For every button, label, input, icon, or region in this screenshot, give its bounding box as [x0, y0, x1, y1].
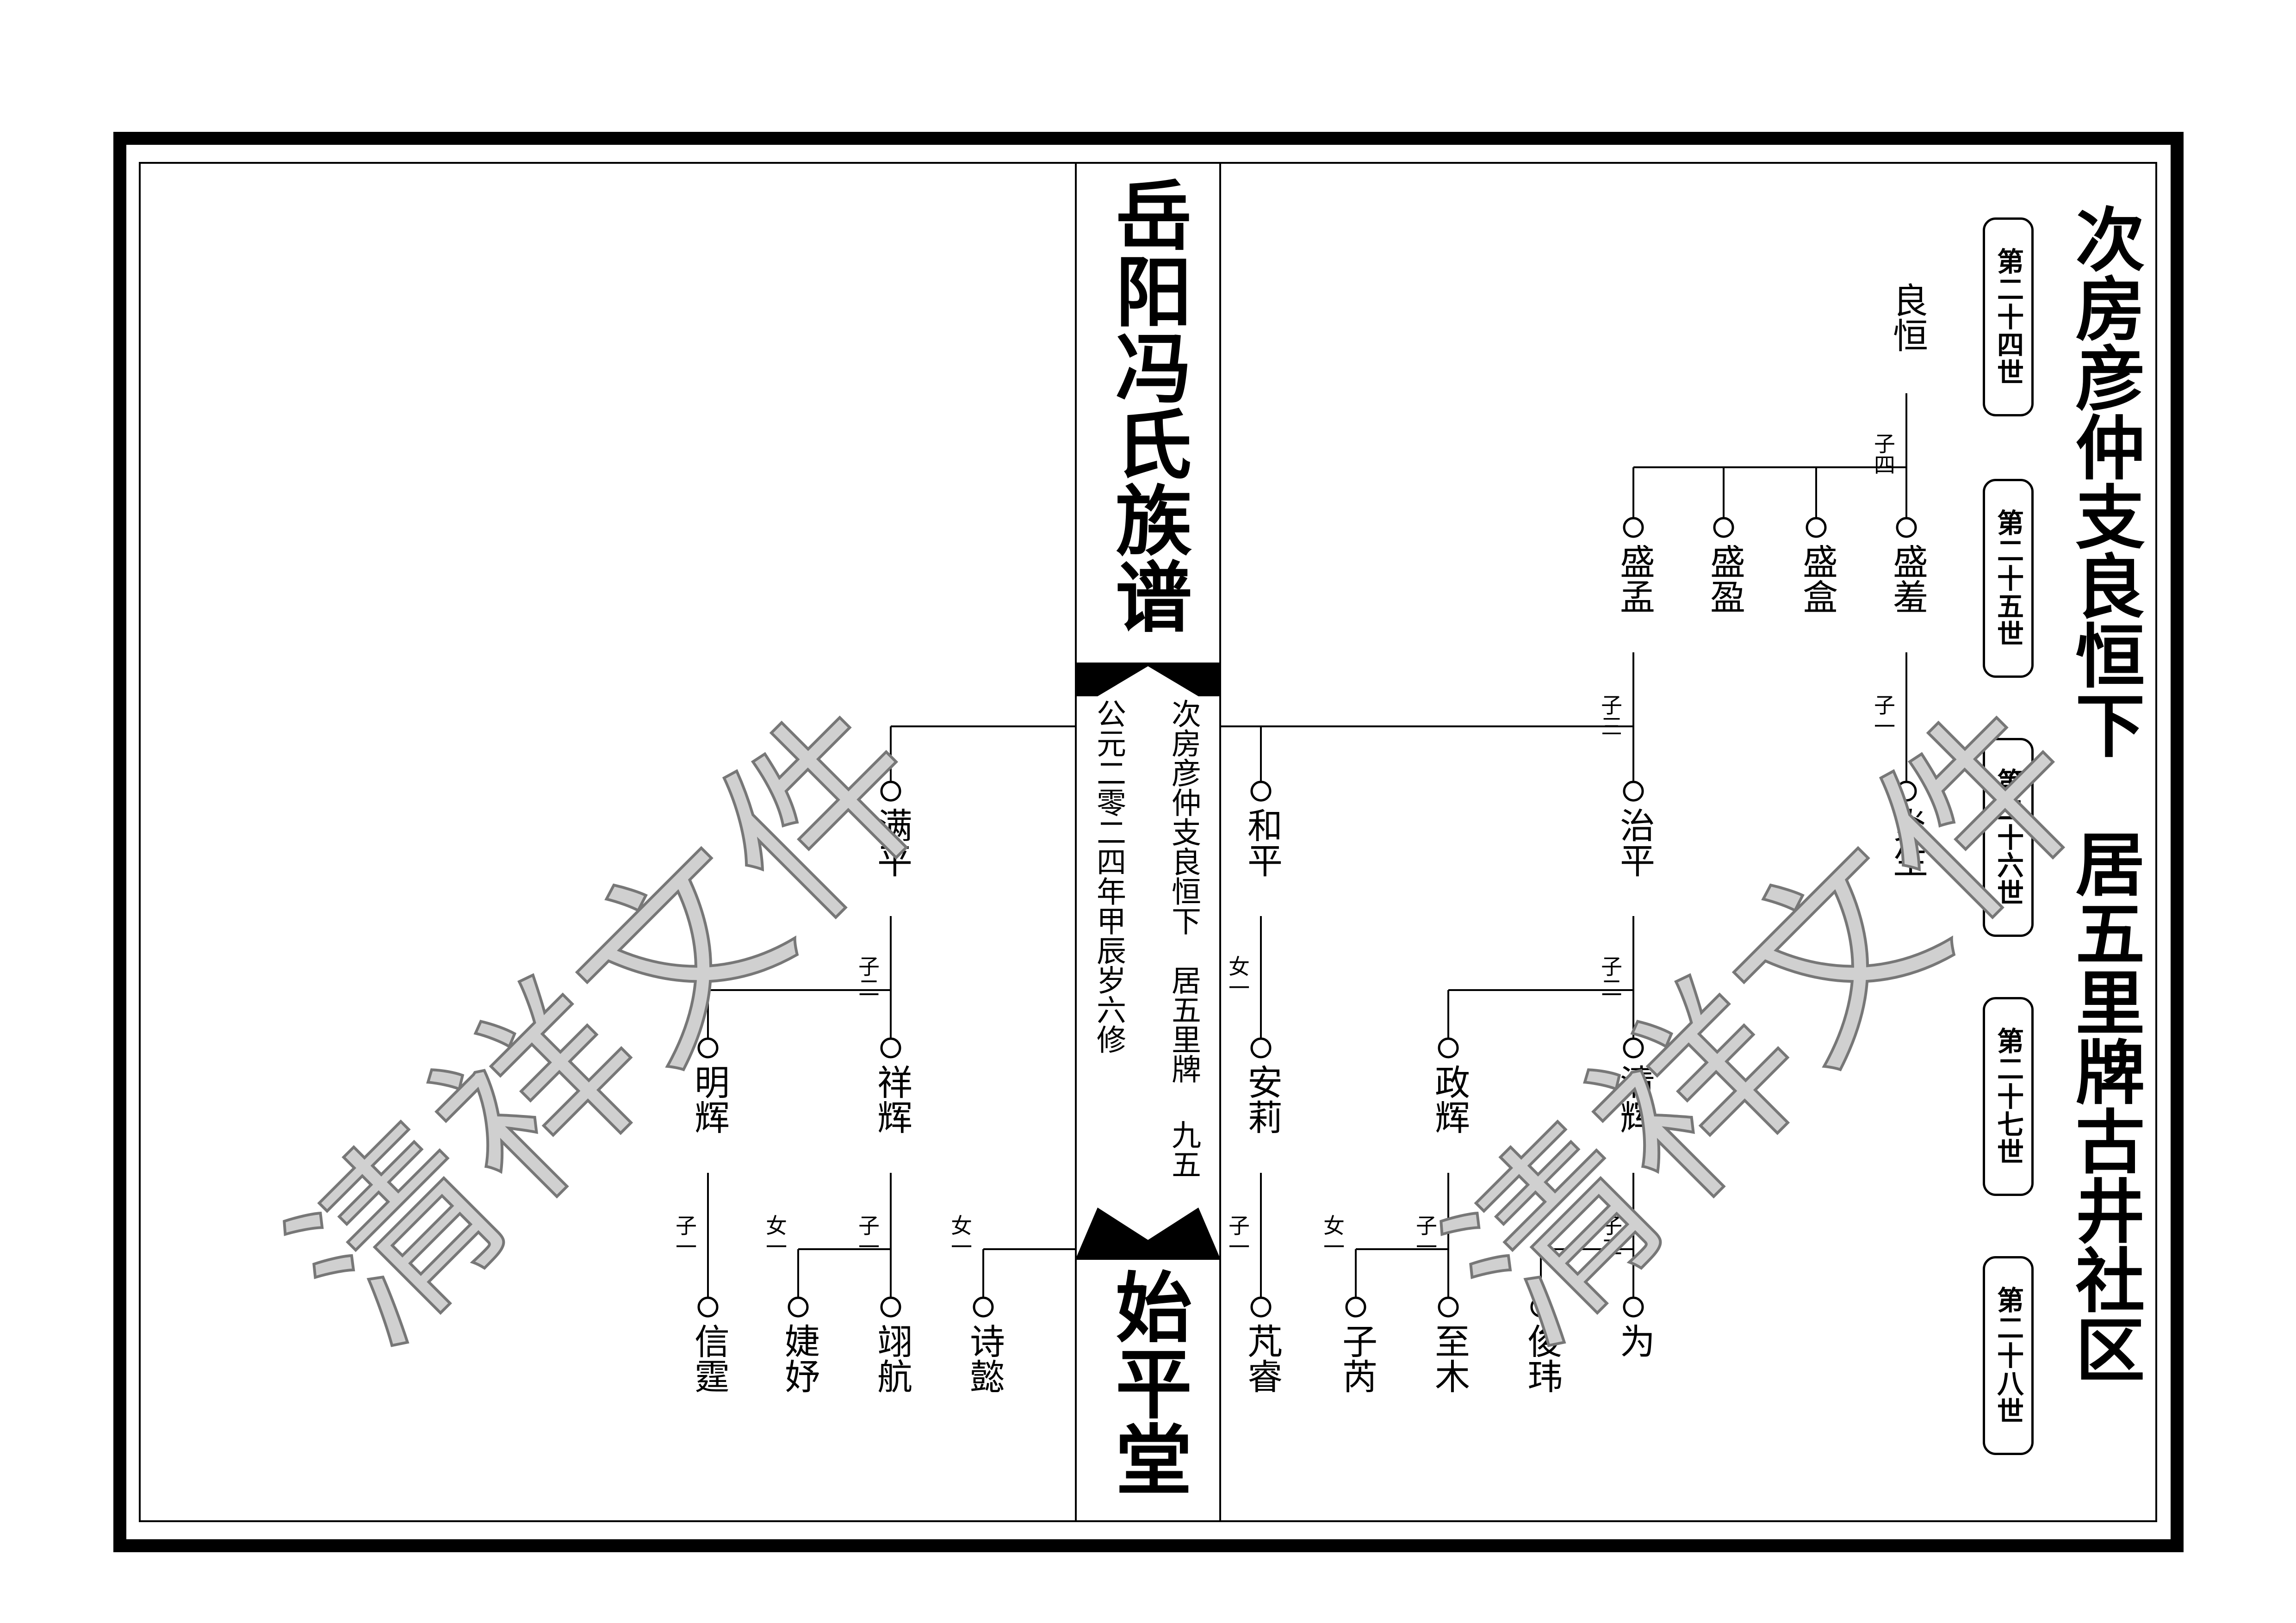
relation-label: 子一: [1871, 694, 1896, 737]
person-name: 盛孟: [1614, 544, 1655, 614]
person-name: 俊玮: [1521, 1323, 1563, 1394]
page-number: 九五: [1167, 1120, 1201, 1179]
person-name: 清辉: [1614, 1064, 1655, 1134]
page-header: 次房彦仲支良恒下 居五里牌古井社区: [2064, 204, 2145, 1383]
relation-label: 子一: [672, 1214, 697, 1257]
relation-label: 子一: [1225, 1214, 1250, 1257]
person-name: 至木: [1429, 1323, 1470, 1394]
relation-label: 子四: [1871, 433, 1896, 475]
person-name: 安莉: [1241, 1064, 1283, 1134]
generation-badge: 第二十八世: [1983, 1256, 2034, 1455]
person-name: 治平: [1614, 807, 1655, 878]
generation-badge: 第二十七世: [1983, 997, 2034, 1196]
branch-note: 次房彦仲支良恒下 居五里牌: [1167, 699, 1201, 1084]
relation-label: 子一: [1413, 1214, 1438, 1257]
relation-label: 子二: [1598, 955, 1623, 998]
person-name: 盛羞: [1887, 544, 1928, 614]
person-name: 炎生: [1887, 807, 1928, 878]
person-name: 翊航: [871, 1323, 912, 1394]
fishtail-top: [1076, 663, 1220, 696]
relation-label: 子三: [1598, 694, 1623, 737]
person-nodes: [697, 517, 1917, 1318]
hall-name: 始平堂: [1103, 1268, 1192, 1497]
relation-label: 子一: [855, 1214, 880, 1257]
generation-badge: 第二十五世: [1983, 479, 2034, 678]
person-name: 诗懿: [964, 1323, 1005, 1394]
person-name: 为: [1614, 1323, 1655, 1358]
generation-badge: 第二十六世: [1983, 738, 2034, 937]
person-name: 婕妤: [779, 1323, 820, 1394]
genealogy-title: 岳阳冯氏族谱: [1103, 176, 1192, 634]
relation-label: 女一: [948, 1214, 973, 1257]
outer-border: [113, 132, 2184, 1552]
person-name: 政辉: [1429, 1064, 1470, 1134]
connector-lines: [707, 393, 1907, 1298]
revision-note: 公元二零二四年甲辰岁六修: [1092, 699, 1126, 1054]
relation-label: 女一: [1320, 1214, 1345, 1257]
relation-label: 子二: [855, 955, 880, 998]
person-name: 满平: [871, 807, 912, 878]
fishtail-bottom: [1076, 1208, 1220, 1258]
relation-label: 女一: [1225, 955, 1250, 998]
person-name: 和平: [1241, 807, 1283, 878]
person-name: 明辉: [689, 1064, 730, 1134]
person-name: 芃睿: [1241, 1323, 1283, 1394]
person-name: 盛盈: [1704, 544, 1745, 614]
relation-label: 女一: [763, 1214, 788, 1257]
person-name: 子芮: [1336, 1323, 1378, 1394]
person-name: 盛盒: [1797, 544, 1838, 614]
relation-label: 子二: [1598, 1214, 1623, 1257]
inner-border: [139, 162, 2157, 1522]
person-name: 信霆: [689, 1323, 730, 1394]
generation-badge: 第二十四世: [1983, 217, 2034, 416]
person-name: 祥辉: [871, 1064, 912, 1134]
person-name: 良恒: [1887, 282, 1928, 353]
